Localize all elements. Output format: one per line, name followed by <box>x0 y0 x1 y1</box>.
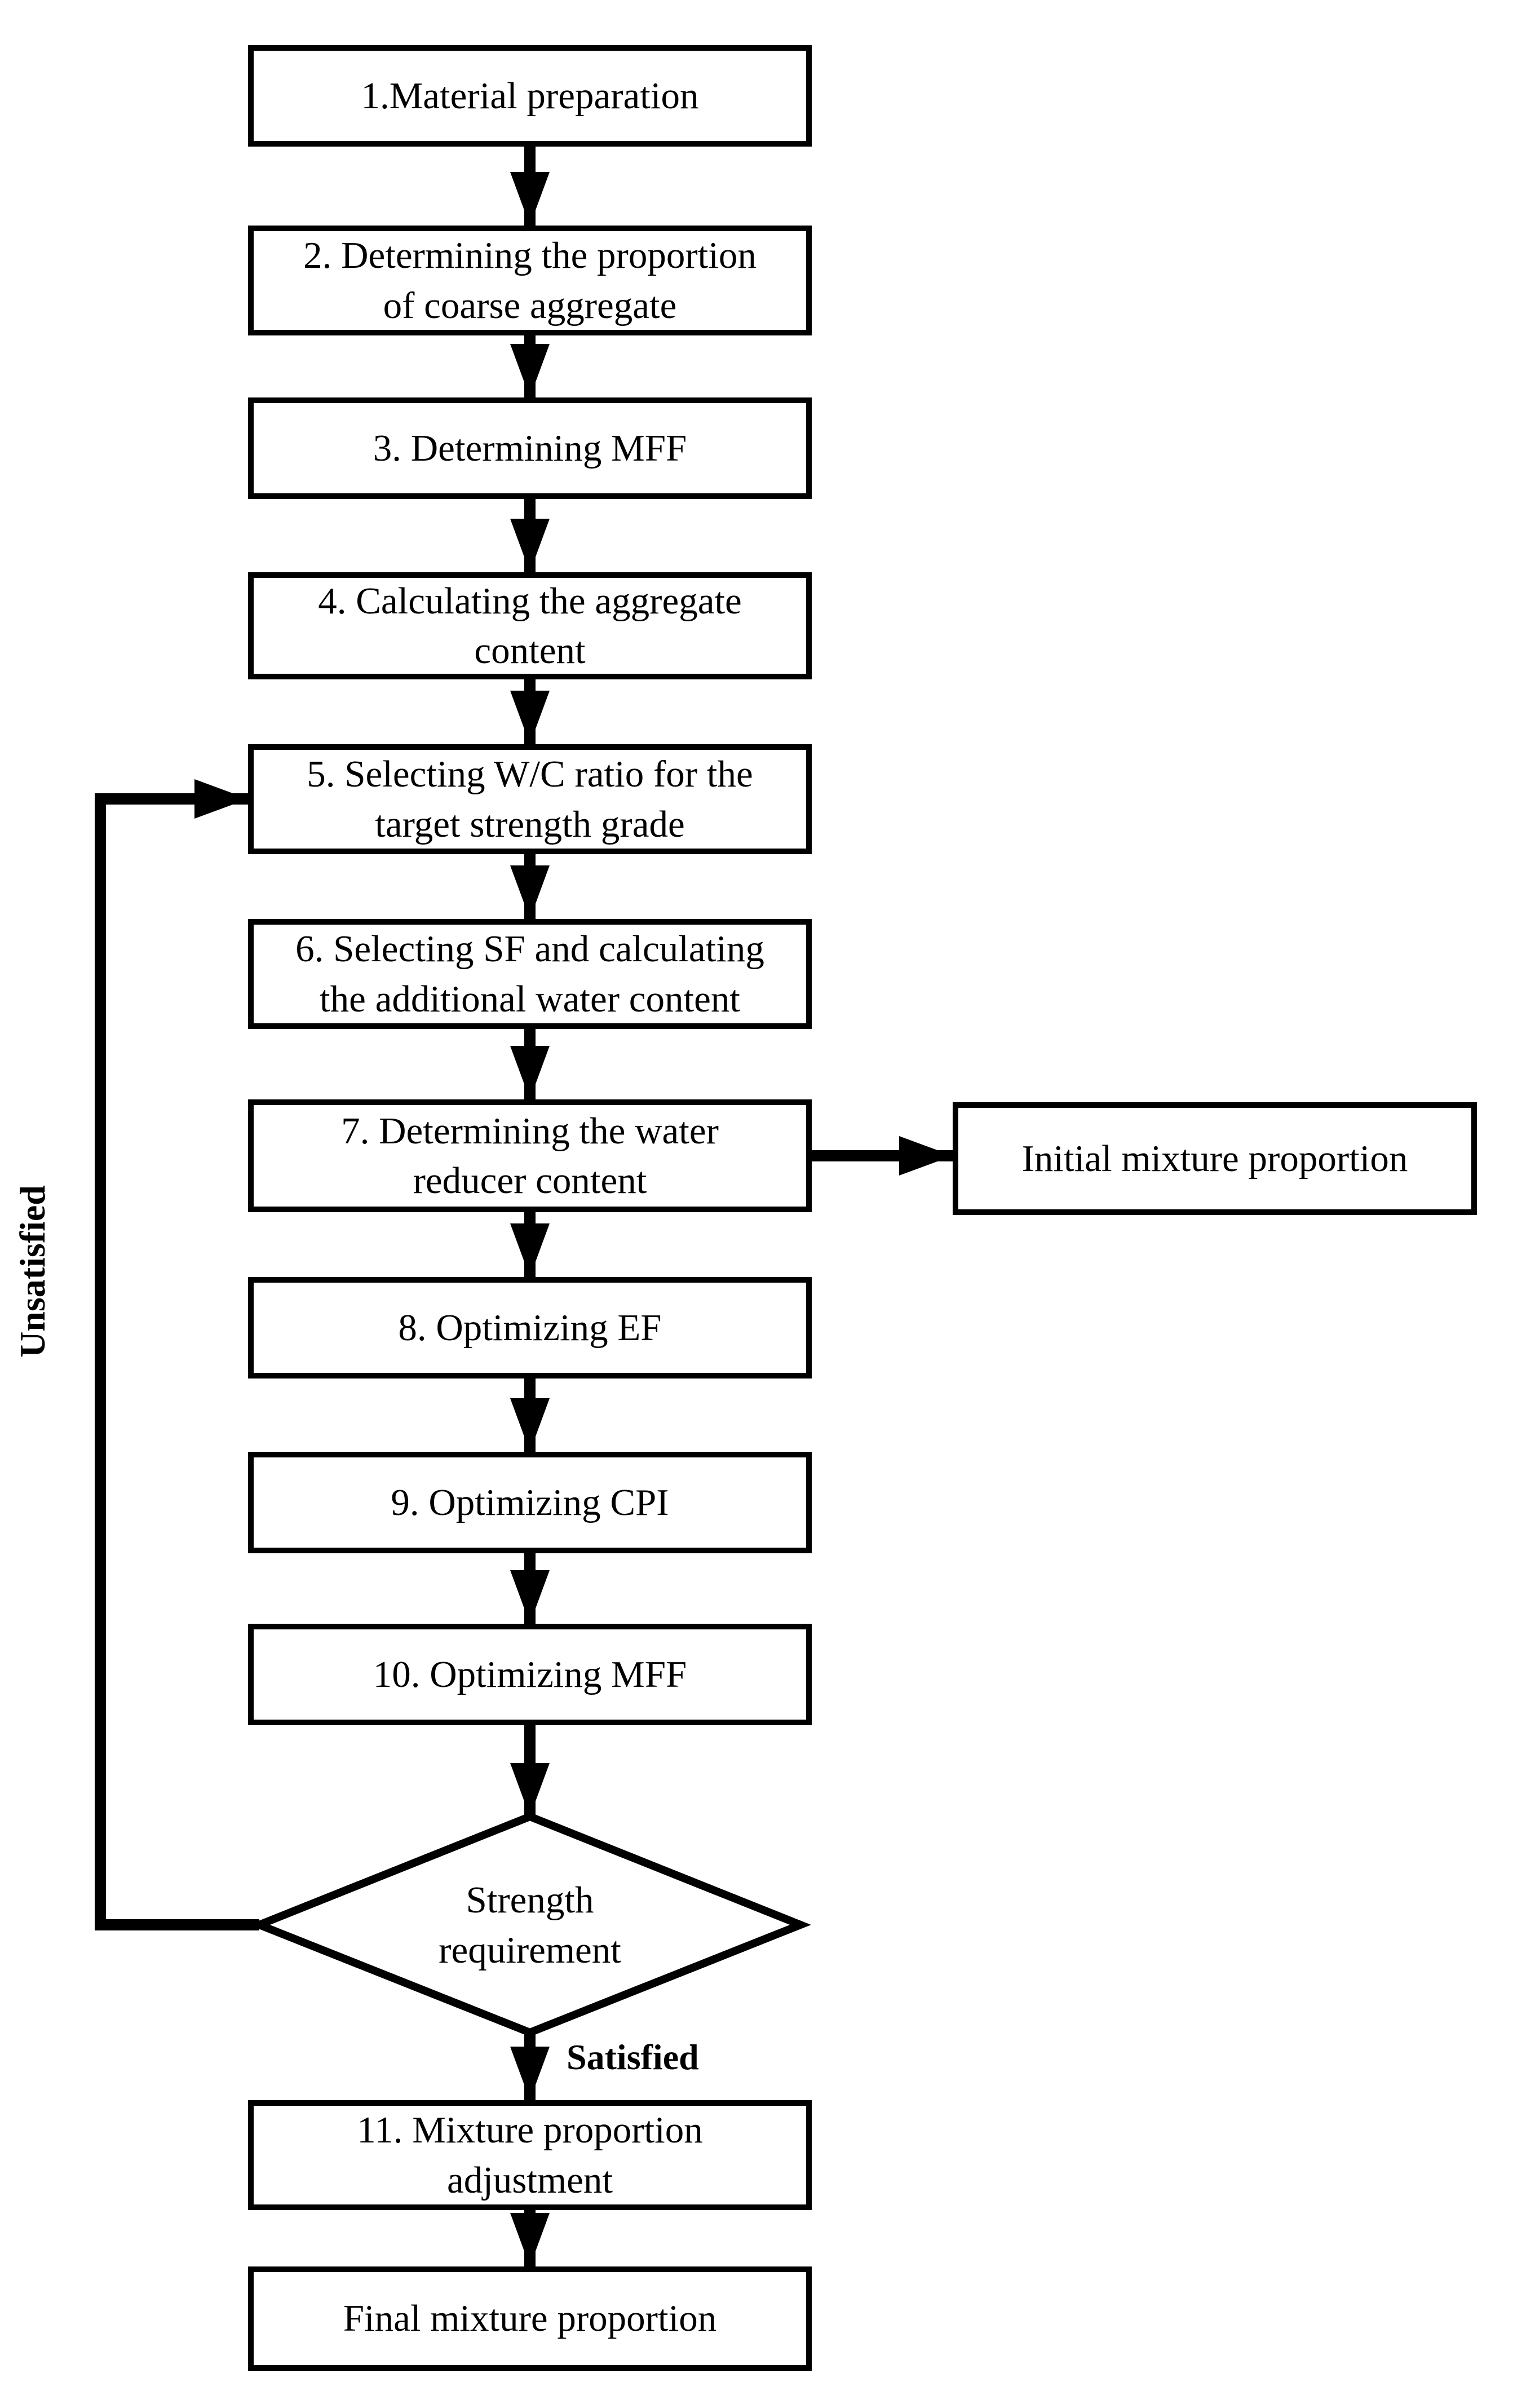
node-step7: 7. Determining the water reducer content <box>248 1099 812 1212</box>
node-final-mixture-proportion: Final mixture proportion <box>248 2266 812 2371</box>
node-step2-label: 2. Determining the proportion of coarse … <box>303 235 756 326</box>
node-step6-label: 6. Selecting SF and calculating the addi… <box>295 928 764 1020</box>
node-step2: 2. Determining the proportion of coarse … <box>248 226 812 335</box>
node-step4: 4. Calculating the aggregate content <box>248 572 812 679</box>
edge-label-satisfied: Satisfied <box>567 2037 699 2077</box>
node-step8: 8. Optimizing EF <box>248 1277 812 1378</box>
arrow-unsatisfied-loop <box>95 779 259 1930</box>
node-step1-label: 1.Material preparation <box>361 74 699 117</box>
node-step10: 10. Optimizing MFF <box>248 1624 812 1725</box>
node-step1: 1.Material preparation <box>248 45 812 147</box>
node-initial-mixture-proportion-label: Initial mixture proportion <box>1021 1137 1408 1179</box>
edge-label-unsatisfied: Unsatisfied <box>12 1185 52 1358</box>
node-step11-label: 11. Mixture proportion adjustment <box>357 2109 703 2201</box>
node-step9: 9. Optimizing CPI <box>248 1452 812 1553</box>
node-step4-label: 4. Calculating the aggregate content <box>318 580 742 671</box>
node-initial-mixture-proportion: Initial mixture proportion <box>953 1102 1477 1215</box>
node-step5-label: 5. Selecting W/C ratio for the target st… <box>307 753 753 845</box>
node-step6: 6. Selecting SF and calculating the addi… <box>248 919 812 1029</box>
node-final-mixture-proportion-label: Final mixture proportion <box>343 2297 717 2340</box>
node-step3-label: 3. Determining MFF <box>373 427 687 469</box>
node-decision: Strength requirement <box>389 1850 671 2000</box>
node-step10-label: 10. Optimizing MFF <box>373 1653 687 1695</box>
node-decision-label: Strength requirement <box>439 1879 621 1971</box>
node-step3: 3. Determining MFF <box>248 397 812 499</box>
node-step5: 5. Selecting W/C ratio for the target st… <box>248 744 812 854</box>
node-step7-label: 7. Determining the water reducer content <box>341 1110 719 1201</box>
node-step8-label: 8. Optimizing EF <box>398 1306 662 1349</box>
node-step11: 11. Mixture proportion adjustment <box>248 2100 812 2210</box>
node-step9-label: 9. Optimizing CPI <box>391 1481 669 1523</box>
